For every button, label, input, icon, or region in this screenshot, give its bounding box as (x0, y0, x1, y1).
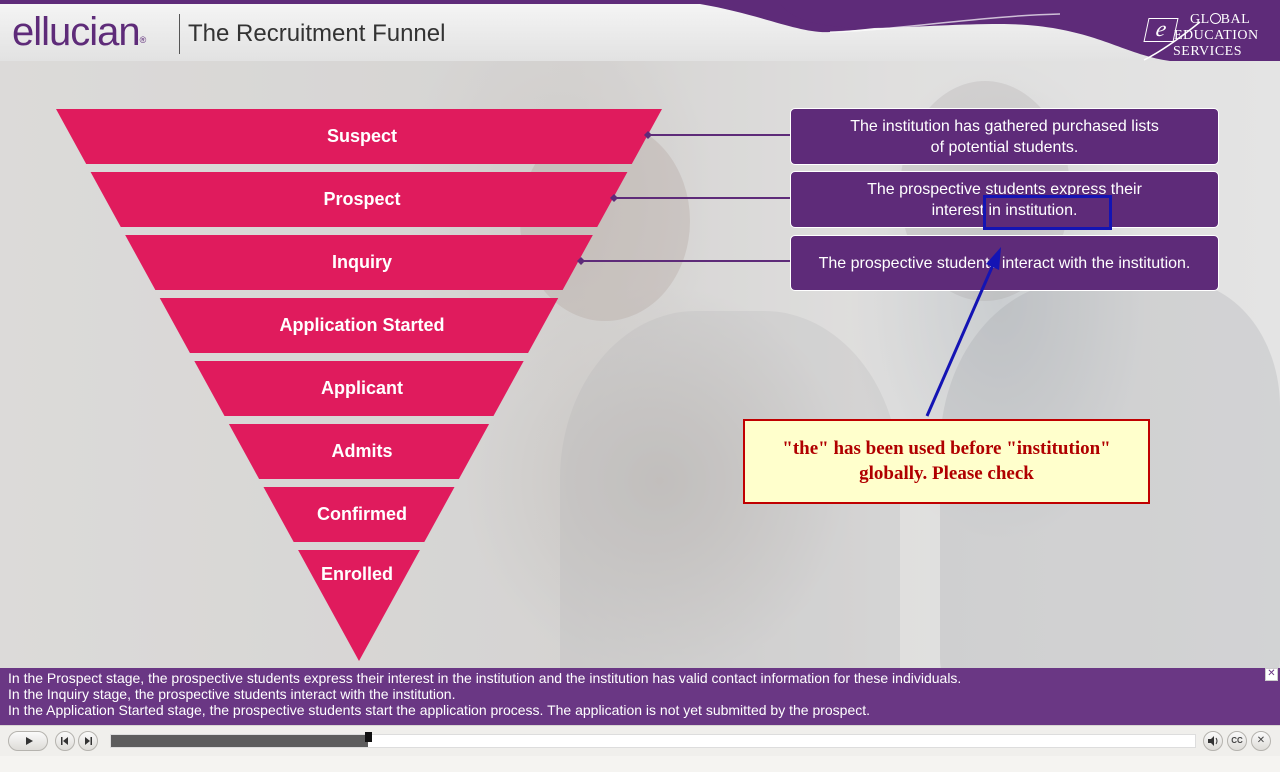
funnel-tier-enrolled (298, 550, 420, 661)
funnel-tier-label: Applicant (320, 378, 403, 398)
caption-line: In the Prospect stage, the prospective s… (8, 670, 962, 686)
funnel-tier-label: Enrolled (320, 564, 393, 584)
funnel-tier-label: Inquiry (331, 252, 392, 272)
funnel-tier-label: Suspect (326, 126, 398, 146)
funnel-tier-admits (228, 424, 490, 479)
skip-forward-icon (85, 737, 92, 745)
review-callout: "the" has been used before "institution"… (743, 419, 1150, 504)
progress-bar[interactable] (110, 734, 1196, 748)
connector-diamond (577, 257, 585, 265)
skip-back-icon (61, 737, 68, 745)
globe-icon (1209, 13, 1221, 24)
caption-line: In the Inquiry stage, the prospective st… (8, 686, 456, 702)
funnel-tier-label: Admits (331, 441, 393, 461)
volume-icon (1208, 736, 1218, 746)
funnel-tier-confirmed (263, 487, 455, 542)
review-highlight-box (983, 195, 1112, 230)
skip-forward-button[interactable] (78, 731, 98, 751)
progress-scrubber[interactable] (365, 732, 373, 742)
connector-diamond (644, 131, 652, 139)
funnel-tier-suspect (56, 109, 662, 164)
note-inquiry: The prospective students interact with t… (790, 235, 1219, 291)
play-icon (26, 737, 33, 745)
closed-caption-panel: In the Prospect stage, the prospective s… (0, 668, 1280, 725)
play-button[interactable] (8, 731, 48, 751)
close-player-button[interactable]: ✕ (1251, 731, 1271, 751)
connector-diamond (610, 194, 618, 202)
progress-fill (111, 735, 369, 747)
header-swoosh (700, 4, 1280, 61)
caption-close-button[interactable]: ✕ (1265, 668, 1278, 681)
funnel-tier-label: Prospect (323, 189, 401, 209)
funnel-tier-label: Application Started (279, 315, 445, 335)
closed-caption-button[interactable]: CC (1227, 731, 1247, 751)
player-controls: CC ✕ (0, 725, 1280, 756)
title-divider (179, 14, 180, 54)
recruitment-funnel (56, 109, 790, 661)
funnel-tier-application-started (159, 298, 559, 353)
funnel-tier-inquiry (125, 235, 593, 290)
ellucian-logo: ellucian® (12, 10, 146, 54)
caption-line: In the Application Started stage, the pr… (8, 702, 871, 718)
skip-back-button[interactable] (55, 731, 75, 751)
funnel-tier-label: Confirmed (317, 504, 407, 524)
funnel-tier-applicant (194, 361, 524, 416)
note-suspect: The institution has gathered purchased l… (790, 108, 1219, 165)
logo-swoop-icon (1143, 21, 1201, 61)
page-title: The Recruitment Funnel (188, 20, 446, 47)
volume-button[interactable] (1203, 731, 1223, 751)
funnel-tier-prospect (90, 172, 628, 227)
